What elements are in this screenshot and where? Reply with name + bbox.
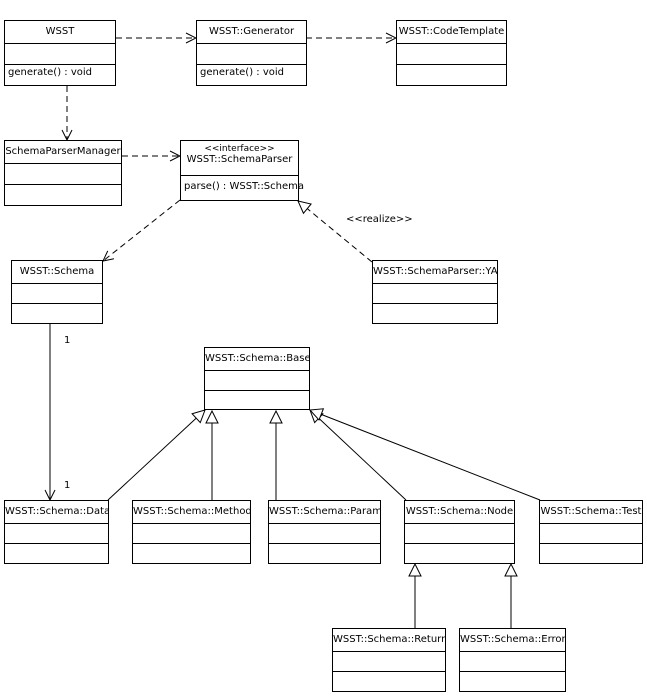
class-name: WSST::Schema::Method (133, 506, 250, 517)
attributes-compartment (12, 283, 102, 303)
methods-compartment (5, 543, 108, 563)
attributes-compartment (397, 43, 506, 64)
attributes-compartment (333, 651, 445, 671)
class-name: SchemaParserManager (5, 146, 121, 157)
methods-compartment (460, 671, 565, 691)
class-schema-data[interactable]: WSST::Schema::Data (4, 500, 109, 564)
class-wsst[interactable]: WSST generate() : void (4, 20, 116, 86)
class-name: WSST::Schema::Node (405, 506, 514, 517)
stereotype-label: <<interface>> (204, 144, 275, 154)
methods-compartment: parse() : WSST::Schema (181, 175, 304, 200)
class-schema-param[interactable]: WSST::Schema::Param (268, 500, 381, 564)
class-generator[interactable]: WSST::Generator generate() : void (196, 20, 307, 86)
methods-compartment: generate() : void (197, 64, 306, 85)
class-schema-method[interactable]: WSST::Schema::Method (132, 500, 251, 564)
attributes-compartment (540, 523, 642, 543)
class-schema-parser-yaml[interactable]: WSST::SchemaParser::YAML (372, 260, 498, 324)
gen-test-base (310, 410, 541, 501)
attributes-compartment (133, 523, 250, 543)
methods-compartment (333, 671, 445, 691)
methods-compartment (540, 543, 642, 563)
class-schema-parser[interactable]: <<interface>> WSST::SchemaParser parse()… (180, 140, 304, 201)
multiplicity-schema: 1 (64, 335, 71, 346)
class-name: WSST::Generator (208, 26, 295, 37)
class-name: WSST::CodeTemplate (398, 26, 505, 37)
class-schema-base[interactable]: WSST::Schema::Base (204, 347, 310, 410)
class-schema-node[interactable]: WSST::Schema::Node (404, 500, 515, 564)
gen-node-base (310, 410, 407, 501)
class-name: WSST::SchemaParser (186, 154, 293, 165)
class-name: WSST::Schema::Param (269, 506, 380, 517)
class-schema-return[interactable]: WSST::Schema::Return (332, 628, 446, 692)
class-name: WSST::Schema::Return (333, 634, 445, 645)
class-name: WSST::Schema::Base (205, 353, 309, 364)
class-name: WSST::Schema (19, 266, 95, 277)
attributes-compartment (373, 283, 497, 303)
class-schema[interactable]: WSST::Schema (11, 260, 103, 324)
class-name: WSST::Schema::Test (540, 506, 642, 517)
class-schema-test[interactable]: WSST::Schema::Test (539, 500, 643, 564)
class-schema-error[interactable]: WSST::Schema::Error (459, 628, 566, 692)
class-name: WSST::SchemaParser::YAML (373, 266, 497, 277)
class-name: WSST (45, 26, 75, 37)
class-name: WSST::Schema::Data (5, 506, 108, 517)
realize-label: <<realize>> (346, 214, 413, 225)
methods-compartment (5, 184, 121, 205)
attributes-compartment (460, 651, 565, 671)
methods-compartment: generate() : void (5, 64, 115, 85)
methods-compartment (269, 543, 380, 563)
class-code-template[interactable]: WSST::CodeTemplate (396, 20, 507, 86)
attributes-compartment (197, 43, 306, 64)
methods-compartment (12, 303, 102, 323)
attributes-compartment (269, 523, 380, 543)
gen-data-base (107, 410, 205, 501)
methods-compartment (133, 543, 250, 563)
class-name: WSST::Schema::Error (460, 634, 565, 645)
attributes-compartment (405, 523, 514, 543)
dep-parser-schema (103, 199, 181, 261)
class-header: <<interface>> WSST::SchemaParser (181, 141, 298, 175)
methods-compartment (373, 303, 497, 323)
attributes-compartment (5, 523, 108, 543)
multiplicity-data: 1 (64, 480, 71, 491)
methods-compartment (405, 543, 514, 563)
attributes-compartment (205, 370, 309, 390)
realize-yaml-parser (298, 201, 373, 263)
methods-compartment (397, 64, 506, 85)
class-schema-parser-manager[interactable]: SchemaParserManager (4, 140, 122, 206)
attributes-compartment (5, 163, 121, 184)
attributes-compartment (5, 43, 115, 64)
methods-compartment (205, 389, 309, 410)
